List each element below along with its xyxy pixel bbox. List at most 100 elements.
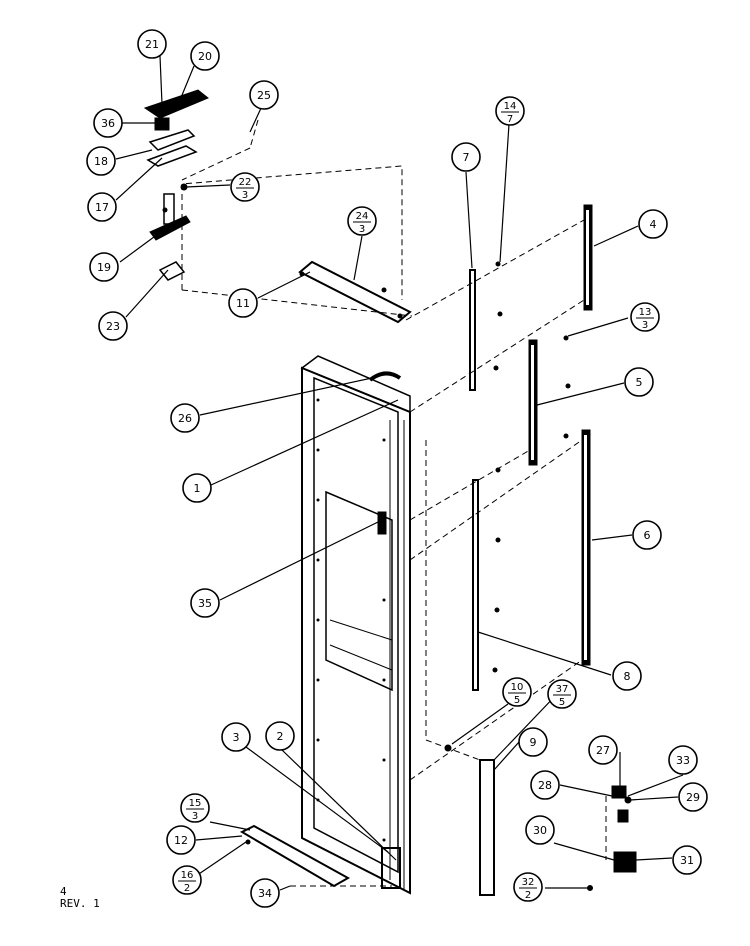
- callout-24-3: 243: [347, 206, 377, 236]
- callout-label: 19: [97, 261, 111, 274]
- callout-1: 1: [182, 473, 212, 503]
- callout-denominator: 5: [514, 695, 520, 706]
- bottom-bracket: [239, 824, 351, 888]
- callout-4: 4: [638, 209, 668, 239]
- trim-bar: [479, 759, 495, 896]
- callout-22-3: 223: [230, 172, 260, 202]
- callout-numerator: 22: [239, 177, 252, 188]
- callout-label: 8: [624, 670, 631, 683]
- callout-14-7: 147: [495, 96, 525, 126]
- top-bracket: [298, 260, 412, 324]
- callout-label: 9: [530, 736, 537, 749]
- callout-13-3: 133: [630, 302, 660, 332]
- sheet-number: 4: [60, 885, 67, 898]
- top-hinge-assembly: [143, 89, 209, 281]
- alignment-lines: [181, 119, 607, 887]
- callout-28: 28: [530, 770, 560, 800]
- callout-17: 17: [87, 192, 117, 222]
- callout-23: 23: [98, 311, 128, 341]
- callout-denominator: 3: [192, 811, 198, 822]
- callout-5: 5: [624, 367, 654, 397]
- callout-denominator: 3: [642, 320, 648, 331]
- callout-11: 11: [228, 288, 258, 318]
- thin-rails: [469, 269, 479, 691]
- callout-2: 2: [265, 721, 295, 751]
- callout-bubbles: 2120362518172231923243117147413352616358…: [86, 29, 708, 908]
- callout-numerator: 37: [556, 684, 569, 695]
- callout-label: 7: [463, 151, 470, 164]
- callout-denominator: 5: [559, 697, 565, 708]
- bottom-hinge-assembly: [587, 785, 637, 891]
- callout-33: 33: [668, 745, 698, 775]
- callout-34: 34: [250, 878, 280, 908]
- callout-10-5: 105: [502, 677, 532, 707]
- callout-numerator: 10: [511, 682, 524, 693]
- door-frame: [300, 355, 411, 895]
- callout-32-2: 322: [513, 872, 543, 902]
- callout-numerator: 15: [189, 798, 202, 809]
- callout-37-5: 375: [547, 679, 577, 709]
- callout-21: 21: [137, 29, 167, 59]
- callout-label: 12: [174, 834, 188, 847]
- callout-6: 6: [632, 520, 662, 550]
- callout-label: 36: [101, 117, 115, 130]
- callout-denominator: 2: [525, 890, 531, 901]
- callout-label: 27: [596, 744, 610, 757]
- callout-29: 29: [678, 782, 708, 812]
- callout-denominator: 3: [359, 224, 365, 235]
- callout-25: 25: [249, 80, 279, 110]
- callout-label: 17: [95, 201, 109, 214]
- callout-26: 26: [170, 403, 200, 433]
- frame-dots: [316, 398, 386, 842]
- callout-18: 18: [86, 146, 116, 176]
- callout-label: 11: [236, 297, 250, 310]
- callout-31: 31: [672, 845, 702, 875]
- revision-note: 4 REV. 1: [60, 886, 100, 910]
- callout-label: 20: [198, 50, 212, 63]
- callout-label: 3: [233, 731, 240, 744]
- callout-label: 6: [644, 529, 651, 542]
- revision-label: REV. 1: [60, 897, 100, 910]
- callout-7: 7: [451, 142, 481, 172]
- callout-label: 21: [145, 38, 159, 51]
- callout-15-3: 153: [180, 793, 210, 823]
- callout-8: 8: [612, 661, 642, 691]
- callout-numerator: 13: [639, 307, 652, 318]
- callout-denominator: 2: [184, 883, 190, 894]
- callout-denominator: 3: [242, 190, 248, 201]
- callout-label: 26: [178, 412, 192, 425]
- callout-16-2: 162: [172, 865, 202, 895]
- callout-9: 9: [518, 727, 548, 757]
- callout-35: 35: [190, 588, 220, 618]
- callout-12: 12: [166, 825, 196, 855]
- callout-19: 19: [89, 252, 119, 282]
- callout-denominator: 7: [507, 114, 513, 125]
- callout-label: 18: [94, 155, 108, 168]
- callout-label: 23: [106, 320, 120, 333]
- callout-numerator: 32: [522, 877, 535, 888]
- callout-36: 36: [93, 108, 123, 138]
- callout-label: 28: [538, 779, 552, 792]
- callout-numerator: 24: [356, 211, 369, 222]
- callout-label: 29: [686, 791, 700, 804]
- callout-30: 30: [525, 815, 555, 845]
- callout-27: 27: [588, 735, 618, 765]
- callout-label: 1: [194, 482, 201, 495]
- callout-20: 20: [190, 41, 220, 71]
- callout-label: 34: [258, 887, 272, 900]
- leader-lines: [115, 55, 684, 891]
- callout-3: 3: [221, 722, 251, 752]
- callout-label: 4: [650, 218, 657, 231]
- callout-numerator: 16: [181, 870, 194, 881]
- callout-label: 25: [257, 89, 271, 102]
- small-parts: [245, 261, 571, 889]
- callout-label: 30: [533, 824, 547, 837]
- callout-numerator: 14: [504, 101, 517, 112]
- callout-label: 33: [676, 754, 690, 767]
- callout-label: 31: [680, 854, 694, 867]
- callout-label: 2: [277, 730, 284, 743]
- callout-label: 35: [198, 597, 212, 610]
- callout-label: 5: [636, 376, 643, 389]
- gasket-strips: [528, 204, 593, 666]
